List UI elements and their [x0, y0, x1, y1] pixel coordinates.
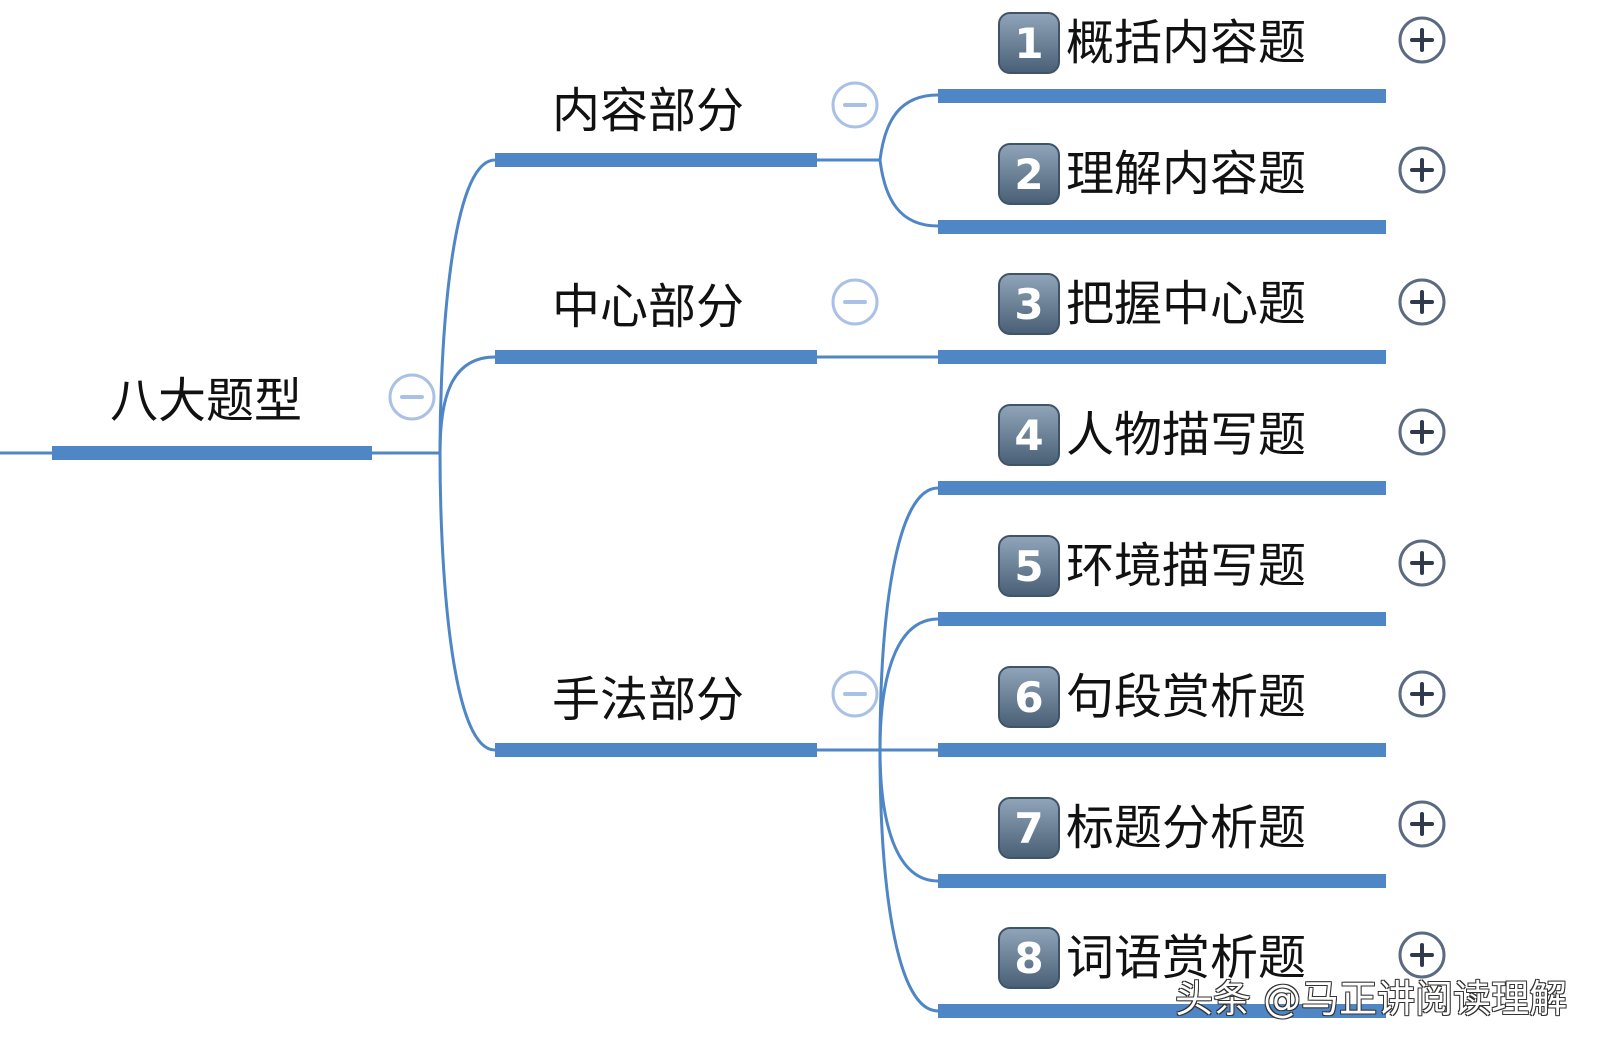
leaf-node-1[interactable]: 1 概括内容题	[998, 12, 1306, 74]
leaf-label: 把握中心题	[1066, 276, 1307, 332]
leaf-node-5[interactable]: 5 环境描写题	[998, 535, 1306, 597]
leaf-node-6[interactable]: 6 句段赏析题	[998, 666, 1306, 728]
leaf-2-underline	[938, 220, 1386, 234]
leaf-node-7[interactable]: 7 标题分析题	[998, 797, 1306, 859]
leaf-3-expand-icon[interactable]	[1398, 278, 1446, 326]
leaf-1-underline	[938, 89, 1386, 103]
edge-branch-3-leaf-8	[878, 749, 939, 1013]
leaf-3-underline	[938, 350, 1386, 364]
leaf-7-underline	[938, 874, 1386, 888]
leaf-label: 标题分析题	[1066, 800, 1307, 856]
leaf-6-underline	[938, 743, 1386, 757]
leaf-8-expand-icon[interactable]	[1398, 931, 1446, 979]
leaf-label: 环境描写题	[1066, 538, 1307, 594]
leaf-5-underline	[938, 612, 1386, 626]
edge-branch-3-leaf-5	[878, 617, 939, 751]
leaf-7-expand-icon[interactable]	[1398, 800, 1446, 848]
leaf-8-underline	[938, 1004, 1386, 1018]
number-badge-icon: 4	[998, 404, 1060, 466]
leaf-node-4[interactable]: 4 人物描写题	[998, 404, 1306, 466]
leaf-label: 概括内容题	[1066, 15, 1307, 71]
number-badge-icon: 2	[998, 143, 1060, 205]
branch-2-collapse-icon[interactable]	[831, 278, 879, 326]
branch-3-collapse-icon[interactable]	[831, 670, 879, 718]
number-badge-icon: 6	[998, 666, 1060, 728]
edge-branch-1-leaf-2	[878, 159, 939, 228]
branch-2-underline	[495, 350, 817, 364]
branch-1-collapse-icon[interactable]	[831, 81, 879, 129]
leaf-label: 句段赏析题	[1066, 669, 1307, 725]
leaf-6-expand-icon[interactable]	[1398, 670, 1446, 718]
edge-root-branch-2	[438, 355, 496, 454]
leaf-node-8[interactable]: 8 词语赏析题	[998, 927, 1306, 989]
leaf-4-underline	[938, 481, 1386, 495]
leaf-label: 理解内容题	[1066, 146, 1307, 202]
branch-1-underline	[495, 153, 817, 167]
number-badge-icon: 7	[998, 797, 1060, 859]
number-badge-icon: 8	[998, 927, 1060, 989]
leaf-2-expand-icon[interactable]	[1398, 146, 1446, 194]
number-badge-icon: 3	[998, 273, 1060, 335]
edge-branch-1-leaf-1	[878, 93, 939, 161]
root-collapse-icon[interactable]	[388, 373, 436, 421]
edge-branch-3-leaf-4	[878, 486, 939, 751]
root-underline	[52, 446, 372, 460]
leaf-node-2[interactable]: 2 理解内容题	[998, 143, 1306, 205]
leaf-node-3[interactable]: 3 把握中心题	[998, 273, 1306, 335]
leaf-5-expand-icon[interactable]	[1398, 539, 1446, 587]
leaf-label: 词语赏析题	[1066, 930, 1307, 986]
number-badge-icon: 1	[998, 12, 1060, 74]
number-badge-icon: 5	[998, 535, 1060, 597]
branch-label-content[interactable]: 内容部分	[552, 83, 745, 139]
leaf-1-expand-icon[interactable]	[1398, 16, 1446, 64]
branch-3-underline	[495, 743, 817, 757]
branch-label-technique[interactable]: 手法部分	[552, 672, 745, 728]
branch-label-center[interactable]: 中心部分	[552, 279, 745, 335]
leaf-4-expand-icon[interactable]	[1398, 408, 1446, 456]
leaf-label: 人物描写题	[1066, 407, 1307, 463]
edge-root-branch-3	[438, 452, 496, 752]
edge-branch-3-leaf-7	[878, 749, 939, 883]
watermark: 头条 @马正讲阅读理解	[1175, 977, 1568, 1021]
edge-root-branch-1	[438, 158, 496, 454]
root-node-label[interactable]: 八大题型	[110, 373, 303, 429]
